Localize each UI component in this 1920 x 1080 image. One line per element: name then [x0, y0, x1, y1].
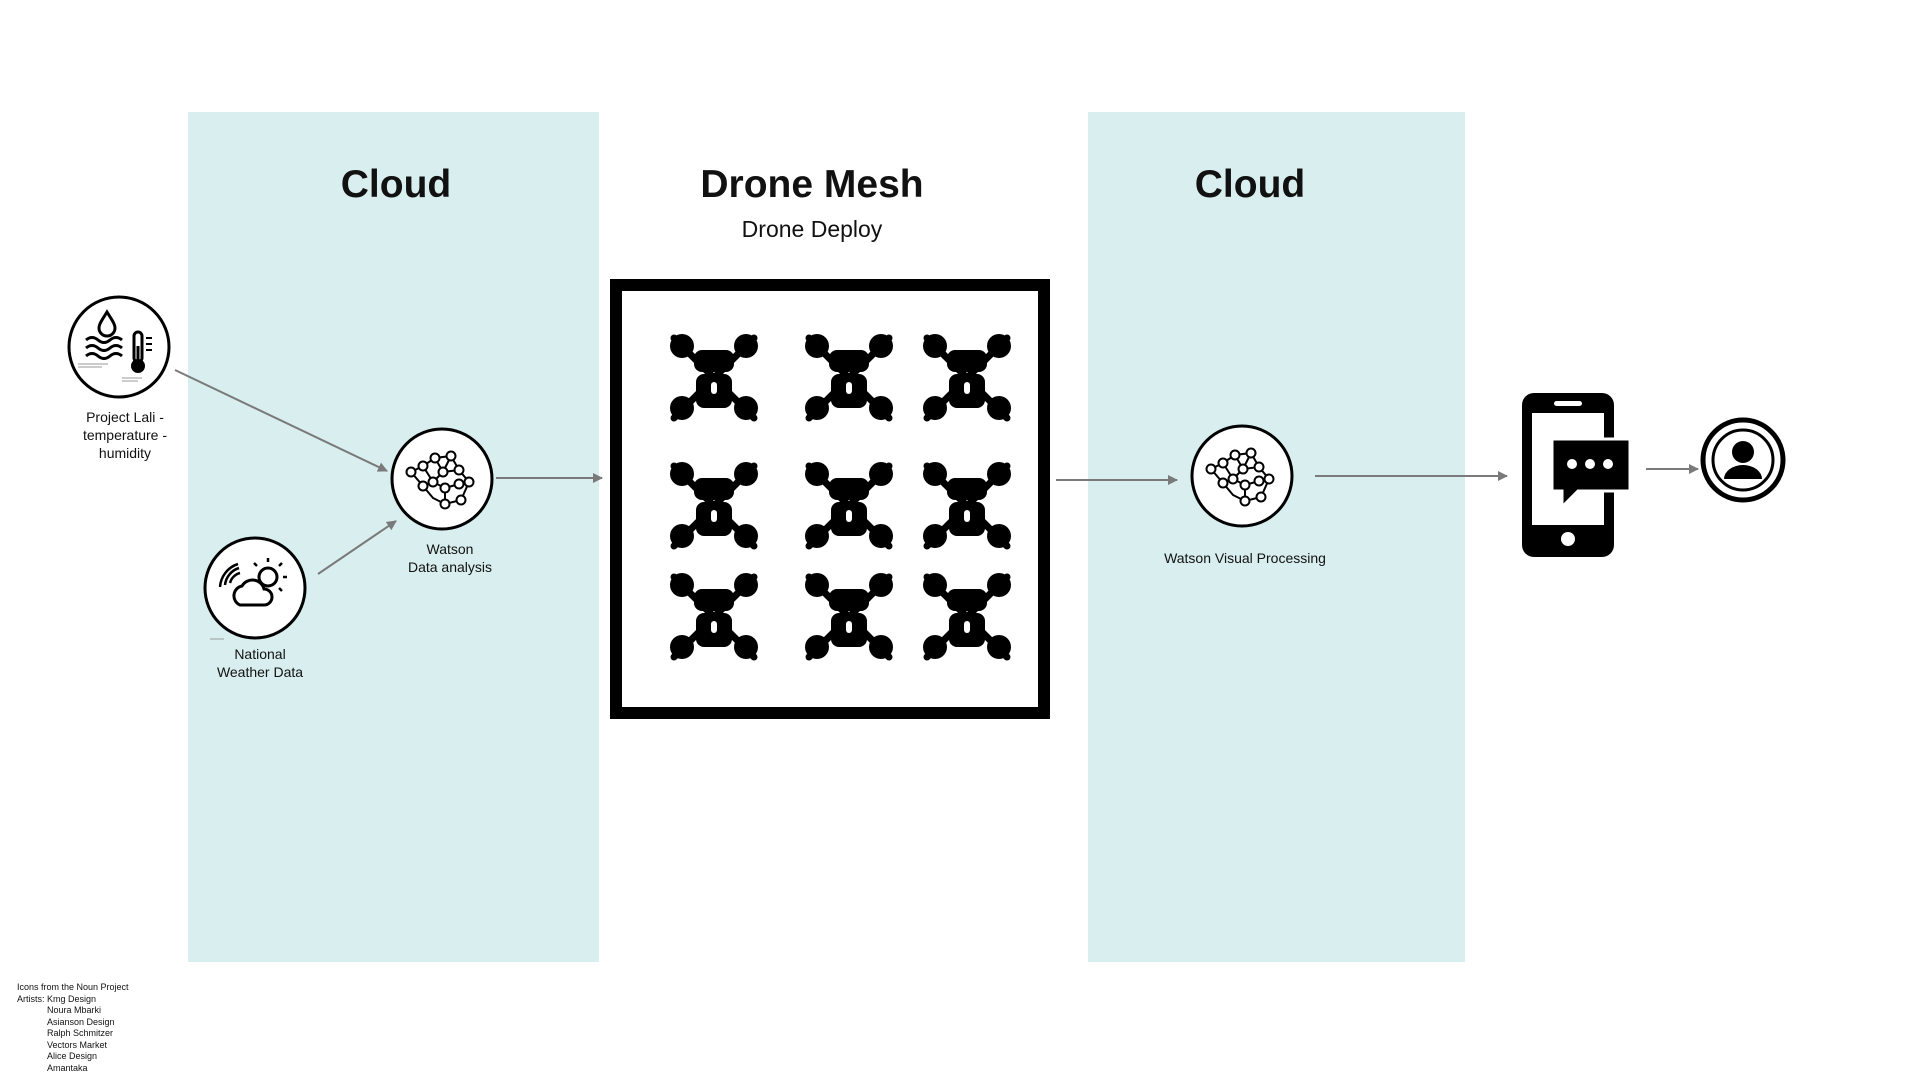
arrow-sensor-to-analysis: [174, 369, 388, 472]
drone-icon: [670, 573, 758, 661]
drone-mesh-frame: [610, 279, 1050, 719]
phone-chat-icon: [1520, 391, 1632, 559]
drone-icon: [923, 462, 1011, 550]
drone-icon: [805, 573, 893, 661]
right-cloud-zone: [1088, 112, 1465, 962]
credits-artist: Noura Mbarki: [47, 1005, 102, 1015]
icon-credits: Icons from the Noun Project Artists: Kmg…: [17, 982, 129, 1074]
credits-artist: Asianson Design: [47, 1016, 115, 1027]
user-icon: [1700, 417, 1786, 503]
arrow-weather-to-analysis: [317, 520, 397, 575]
visual-processing-icon: [1189, 423, 1295, 529]
weather-label: National Weather Data: [216, 646, 304, 680]
drone-grid: [670, 334, 1011, 661]
credits-title: Icons from the Noun Project: [17, 982, 129, 992]
sensor-label: Project Lali - temperature - humidity: [82, 409, 168, 461]
drone-icon: [805, 462, 893, 550]
drone-mesh-subtitle: Drone Deploy: [741, 216, 883, 242]
drone-icon: [805, 334, 893, 422]
analysis-label: Watson Data analysis: [407, 541, 493, 575]
drone-icon: [923, 334, 1011, 422]
water-temperature-icon: [66, 294, 172, 400]
left-cloud-title: Cloud: [340, 163, 452, 206]
drone-icon: [670, 334, 758, 422]
credits-artists-label: Artists: Kmg Design: [17, 993, 97, 1004]
right-cloud-title: Cloud: [1194, 163, 1306, 206]
credits-artist: Amantaka: [47, 1062, 88, 1073]
visual-processing-label: Watson Visual Processing: [1164, 550, 1326, 566]
neural-network-icon: [389, 426, 495, 532]
credits-artist: Alice Design: [47, 1051, 98, 1061]
credits-artist: Vectors Market: [47, 1039, 108, 1050]
drone-icon: [670, 462, 758, 550]
weather-icon: [202, 535, 308, 641]
drone-icon: [923, 573, 1011, 661]
credits-artist: Ralph Schmitzer: [47, 1028, 114, 1038]
drone-mesh-title: Drone Mesh: [700, 163, 924, 206]
